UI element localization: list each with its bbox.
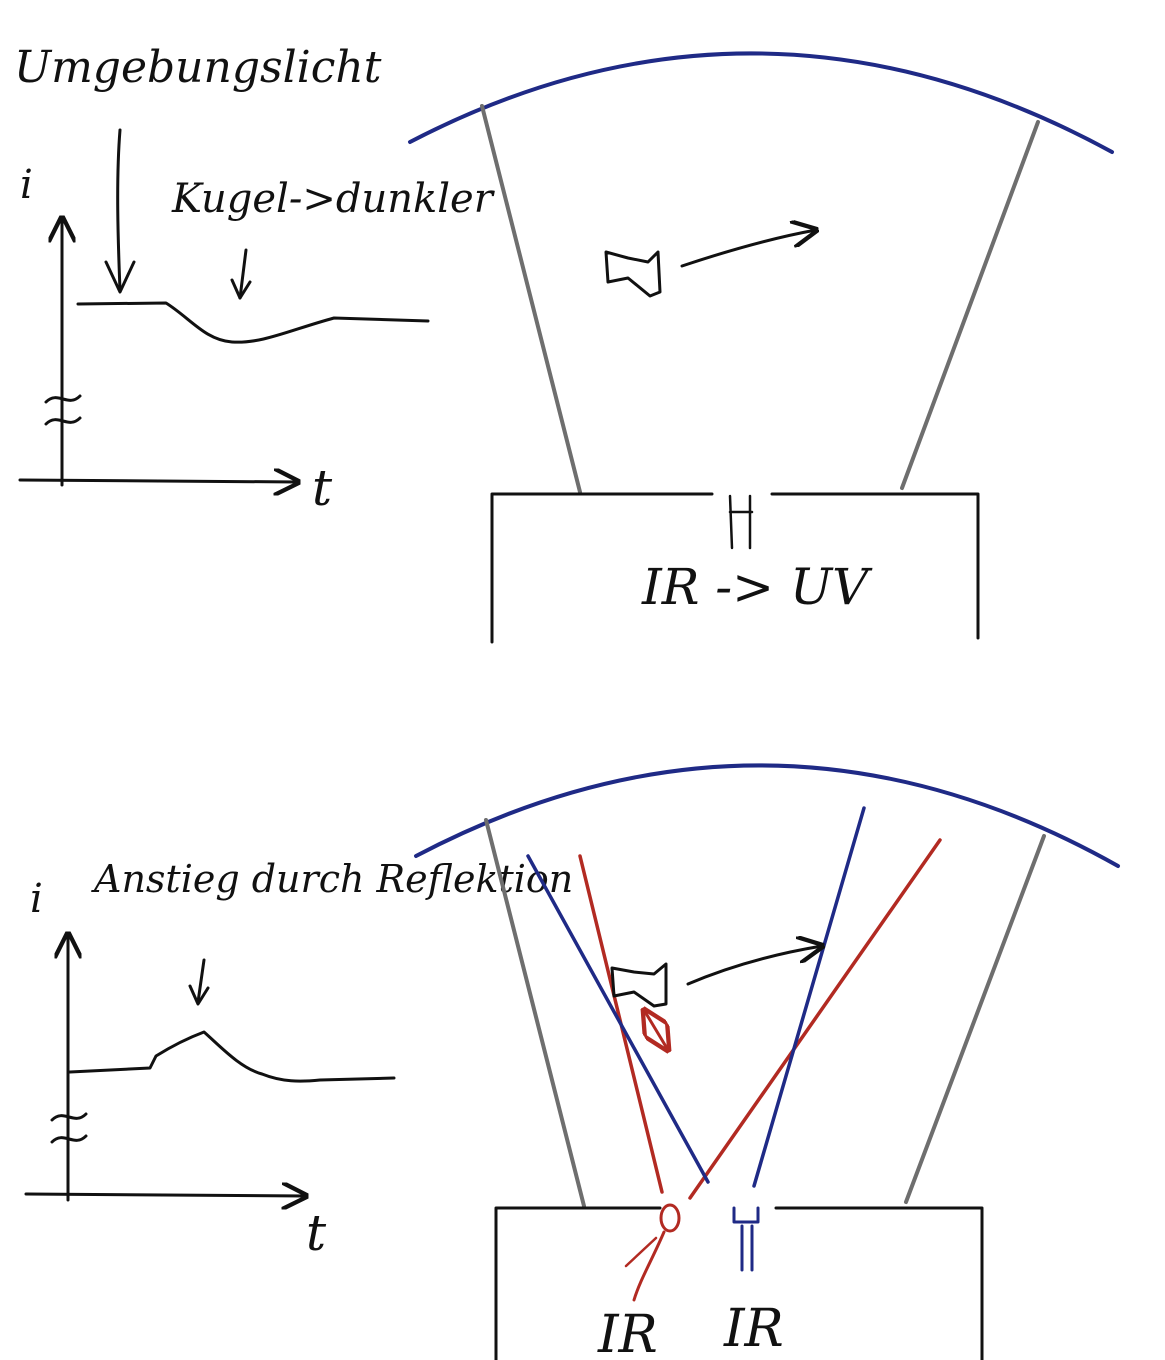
top-x-axis-label: t	[312, 459, 333, 517]
reflection-arrow	[196, 958, 206, 1004]
top-sensor-symbol	[728, 494, 754, 550]
dome-arrow	[238, 248, 248, 300]
top-motion-arrow	[680, 230, 816, 268]
top-base-box	[490, 492, 980, 644]
bottom-dome	[414, 763, 1120, 868]
top-cone-right	[900, 120, 1040, 490]
ir-beam-right-edge	[688, 838, 942, 1200]
reflection-double-arrow	[644, 1010, 668, 1050]
top-section: Umgebungslicht Kugel->dunkler i t IR -> …	[14, 42, 1114, 644]
detector-view-right-edge	[752, 806, 866, 1188]
top-axis-break	[44, 394, 82, 426]
top-y-axis-label: i	[20, 162, 33, 208]
top-x-axis	[18, 480, 298, 482]
top-signal-curve	[76, 301, 430, 344]
ambient-arrow	[116, 128, 122, 292]
bottom-section: Anstieg durch Reflektion i t	[24, 763, 1120, 1360]
ir-emission-mark	[624, 1236, 658, 1268]
top-cone-left	[480, 104, 582, 494]
bottom-axis-break	[50, 1112, 88, 1144]
dome-darker-label: Kugel->dunkler	[171, 176, 496, 222]
ir-led-lead	[632, 1230, 666, 1302]
detector-view-left-edge	[526, 854, 710, 1184]
dome-arrowhead	[230, 278, 252, 300]
bottom-base-box	[494, 1206, 984, 1360]
emitter-label: IR	[597, 1305, 658, 1360]
bottom-y-axis-label: i	[30, 876, 43, 922]
bottom-graph-axes	[24, 934, 306, 1200]
bottom-motion-arrow	[686, 946, 822, 986]
ir-led-icon	[659, 1203, 681, 1233]
top-box-label: IR -> UV	[641, 558, 873, 616]
bottom-signal-curve	[68, 1030, 396, 1083]
bottom-cone-right	[904, 834, 1046, 1204]
reflection-rise-label: Anstieg durch Reflektion	[91, 857, 573, 901]
top-graph-axes	[18, 218, 298, 485]
bottom-x-axis-label: t	[306, 1204, 327, 1262]
detector-label: IR	[723, 1299, 784, 1359]
bottom-hand-object	[610, 962, 668, 1008]
top-hand-object	[604, 250, 662, 298]
ir-detector-icon	[732, 1206, 760, 1272]
bottom-x-axis	[24, 1194, 306, 1196]
bottom-cone-left	[484, 818, 586, 1208]
reflection-arrowhead	[188, 984, 210, 1006]
top-dome	[408, 51, 1114, 154]
ambient-arrowhead	[104, 260, 136, 294]
ambient-light-label: Umgebungslicht	[14, 42, 382, 93]
